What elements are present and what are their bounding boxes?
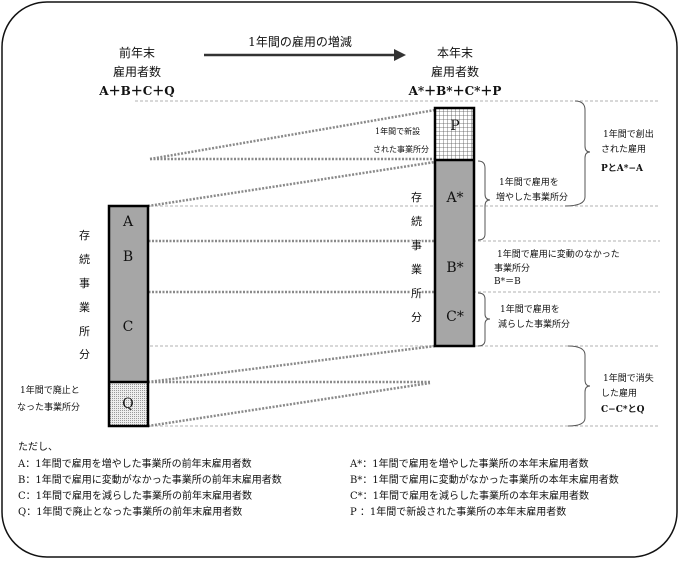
created-formula: PとA*−A [601,164,643,174]
increase-label: 1年間で雇用を [499,178,559,188]
continuing-char: 所 [79,325,90,338]
increase-label: 増やした事業所分 [496,193,569,203]
label-a-star: A* [446,190,464,206]
prev-formula: A＋B＋C＋Q [99,84,175,98]
decrease-label: 1年間で雇用を [500,305,560,315]
label-p: P [450,118,460,134]
prev-header-2: 雇用者数 [112,65,162,79]
label-c-star: C* [446,309,464,325]
lost-label: 1年間で消失 [603,374,654,384]
label-q: Q [122,396,134,412]
arrow-head [394,49,406,61]
new-label: された事業所分 [373,145,429,154]
legend-item: A*：1年間で雇用を増やした事業所の本年末雇用者数 [350,459,589,470]
created-label: された雇用 [601,145,647,155]
nochange-label: 1年間で雇用に変動のなかった [497,250,620,260]
continuing-char: 存 [79,229,90,242]
legend-item: C*：1年間で雇用を減らした事業所の本年末雇用者数 [350,491,590,502]
curr-formula: A*＋B*＋C*＋P [408,84,502,98]
continuing-char: 存 [411,191,422,204]
nochange-label: 事業所分 [494,264,531,274]
closed-label: 1年間で廃止と [20,386,80,396]
label-c: C [122,319,134,335]
closed-label: なった事業所分 [17,403,81,413]
label-b-star: B* [446,260,464,276]
continuing-char: 事 [411,239,422,252]
continuing-char: 事 [79,277,90,290]
curr-header-2: 雇用者数 [430,65,480,79]
continuing-char: 続 [79,253,90,266]
braces [477,100,591,427]
continuing-char: 業 [411,263,422,276]
left-bar-q [110,382,147,426]
label-a: A [122,214,134,230]
diagram-title: 1年間の雇用の増減 [248,35,352,49]
right-bar-p [436,109,473,160]
continuing-char: 分 [411,311,422,324]
decrease-label: 減らした事業所分 [498,320,571,330]
legend-item: P ：1年間で新設された事業所の本年末雇用者数 [350,507,567,518]
legend-item: Q：1年間で廃止となった事業所の前年末雇用者数 [18,507,243,518]
right-bar-abc [436,160,473,346]
continuing-char: 分 [79,348,90,361]
left-bar-frame [107,204,150,428]
curr-header-1: 本年末 [436,46,474,60]
legend-item: B*：1年間で雇用に変動がなかった事業所の本年末雇用者数 [350,475,619,486]
connector-lines [110,108,436,428]
nochange-label: B*＝B [494,277,521,287]
left-bar-abc [110,207,147,382]
continuing-char: 続 [411,215,422,228]
prev-header-1: 前年末 [118,46,156,60]
lost-formula: C−C*とQ [601,405,645,415]
label-b: B [122,249,134,265]
legend-intro: ただし、 [18,442,58,453]
created-label: 1年間で創出 [603,130,654,140]
continuing-char: 業 [79,301,90,314]
lost-label: した雇用 [601,389,638,399]
legend-item: C：1年間で雇用を減らした事業所の前年末雇用者数 [18,491,253,502]
new-label: 1年間で新設 [375,127,421,136]
continuing-char: 所 [411,287,422,300]
legend-item: B：1年間で雇用に変動がなかった事業所の前年末雇用者数 [18,475,282,486]
legend-item: A：1年間で雇用を増やした事業所の前年末雇用者数 [18,459,252,470]
right-bar-frame [433,106,476,348]
